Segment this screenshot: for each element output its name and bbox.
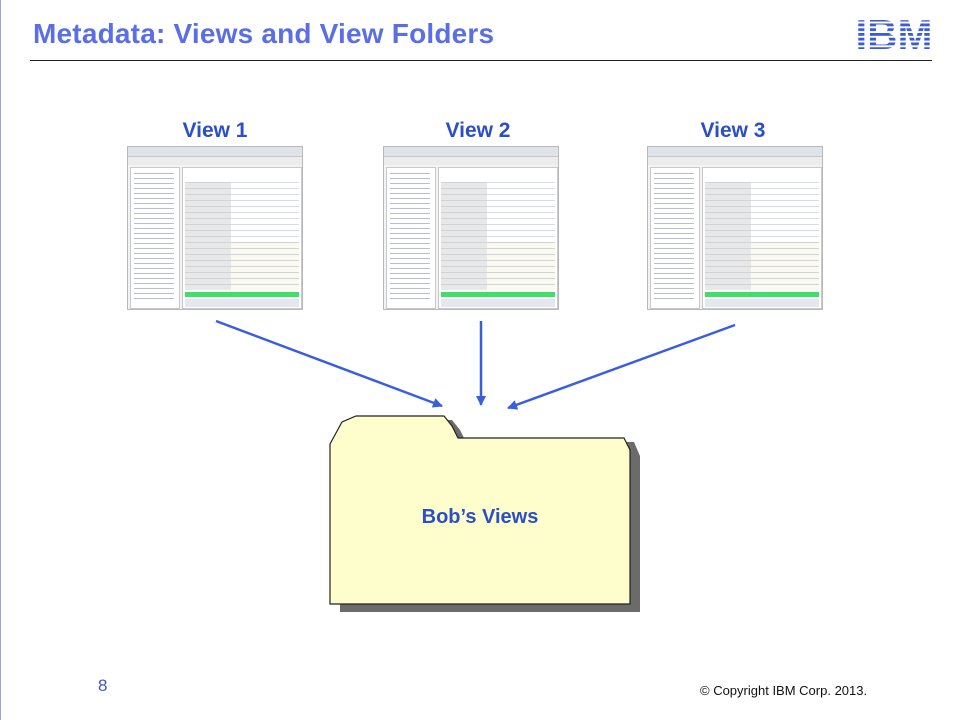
ibm-logo-wordmark: IBM [856, 14, 933, 52]
copyright-notice: © Copyright IBM Corp. 2013. [700, 683, 868, 698]
view-label-2: View 2 [445, 119, 511, 142]
edit-view-panel [438, 167, 558, 309]
menu-bar [648, 147, 822, 157]
slide-title: Metadata: Views and View Folders [33, 18, 495, 49]
view-label-1: View 1 [182, 119, 248, 142]
view-2-screenshot [383, 146, 559, 310]
view-grid [441, 182, 555, 290]
page-number: 8 [98, 676, 108, 695]
highlighted-row [185, 292, 299, 297]
edit-view-panel [702, 167, 822, 309]
view-1-screenshot [127, 146, 303, 310]
view-grid [705, 182, 819, 290]
arrow-view-1 [215, 319, 443, 408]
toolbar [384, 157, 558, 165]
navigator-panel [386, 167, 436, 309]
folder-label: Bob’s Views [421, 506, 539, 528]
slide-left-border [0, 0, 1, 720]
navigator-panel [650, 167, 700, 309]
view-grid [185, 182, 299, 290]
properties-panel [185, 299, 299, 307]
edit-view-panel [182, 167, 302, 309]
view-label-3: View 3 [700, 119, 766, 142]
title-divider [30, 60, 932, 61]
toolbar [128, 157, 302, 165]
menu-bar [384, 147, 558, 157]
properties-panel [705, 299, 819, 307]
view-3-screenshot [647, 146, 823, 310]
toolbar [648, 157, 822, 165]
properties-panel [441, 299, 555, 307]
menu-bar [128, 147, 302, 157]
highlighted-row [705, 292, 819, 297]
folder-icon [329, 415, 640, 612]
navigator-panel [130, 167, 180, 309]
ibm-logo: IBM [856, 14, 933, 52]
arrow-view-3 [507, 323, 736, 410]
highlighted-row [441, 292, 555, 297]
